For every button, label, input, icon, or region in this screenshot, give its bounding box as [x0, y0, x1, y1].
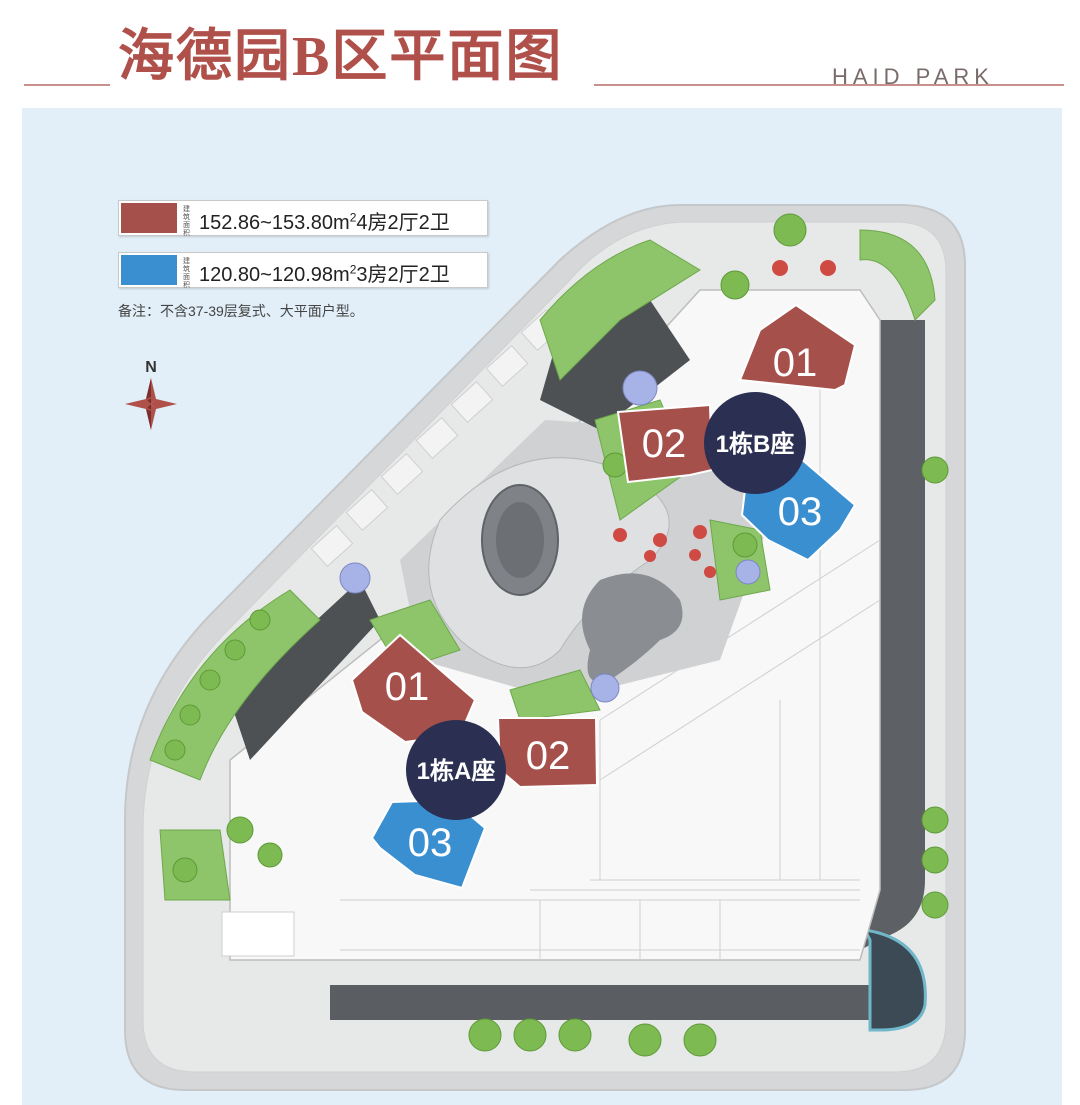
water-feature: [582, 573, 683, 682]
crosswalk-stripes: [310, 309, 564, 567]
road-bottom: [330, 985, 870, 1020]
tower-b-badge: [704, 392, 806, 494]
unit-b-01-label: 01: [773, 341, 818, 385]
unit-a-03-label: 03: [408, 821, 453, 865]
header: 海德园B区平面图 HAID PARK: [0, 0, 1080, 108]
unit-a-02-label: 02: [526, 734, 571, 778]
compass-rose-icon: [125, 378, 177, 430]
tower-b: 01 02 03 1栋B座: [616, 303, 857, 562]
unit-b-03-label: 03: [778, 490, 823, 534]
legend-small-label: 建筑面积: [183, 258, 190, 289]
trees: [164, 213, 949, 1057]
unit-b-02: [616, 403, 714, 484]
title-rule-right: [594, 84, 1064, 86]
flowering-trees: [339, 370, 761, 703]
dark-strip-west: [230, 580, 380, 760]
legend-note: 备注：不含37-39层复式、大平面户型。: [118, 303, 364, 319]
unit-b-01: [738, 303, 857, 392]
legend-text-small: 120.80~120.98m23房2厅2卫: [199, 262, 450, 286]
compass: N: [118, 356, 188, 443]
page-title: 海德园B区平面图: [118, 26, 564, 88]
tower-a-badge: [406, 720, 506, 820]
unit-b-02-label: 02: [642, 422, 687, 466]
ramp: [862, 928, 927, 1032]
legend-text-large: 152.86~153.80m24房2厅2卫: [199, 210, 450, 234]
legend-swatch-large: [121, 203, 177, 233]
umbrellas: [613, 260, 836, 578]
brand-name: HAID PARK: [832, 64, 994, 89]
legend-small-label: 建筑面积: [183, 206, 190, 237]
unit-a-01-label: 01: [385, 665, 430, 709]
legend-row-large: 建筑面积 152.86~153.80m24房2厅2卫: [118, 200, 488, 237]
legend-row-small: 建筑面积 120.80~120.98m23房2厅2卫: [118, 252, 488, 289]
title-rule-left: [24, 84, 110, 86]
unit-a-03: [370, 798, 487, 890]
legend-swatch-small: [121, 255, 177, 285]
compass-north-label: N: [145, 359, 157, 376]
tower-a: 01 02 03 1栋A座: [350, 633, 599, 890]
tower-a-label: 1栋A座: [417, 757, 496, 785]
tower-b-label: 1栋B座: [716, 430, 795, 458]
podium-grid: [221, 330, 881, 960]
